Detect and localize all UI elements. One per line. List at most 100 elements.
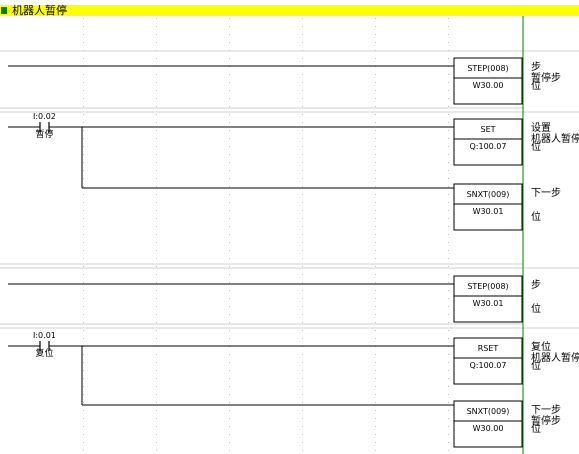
instruction-box[interactable] [453,183,523,231]
grid-dot [448,218,449,219]
grid-dot [83,410,84,411]
instruction-operand[interactable]: W30.00 [473,424,504,433]
grid-dot [375,186,376,187]
grid-dot [229,210,230,211]
grid-dot [302,354,303,355]
grid-dot [229,58,230,59]
instruction-box[interactable] [453,275,523,323]
instruction-box[interactable] [453,337,523,385]
grid-dot [229,202,230,203]
instruction-box[interactable] [453,118,523,166]
instruction-name[interactable]: STEP(008) [467,64,508,73]
grid-dot [448,314,449,315]
grid-dot [156,138,157,139]
grid-dot [448,386,449,387]
grid-dot [302,42,303,43]
grid-dot [229,226,230,227]
grid-dot [302,194,303,195]
grid-dot [156,186,157,187]
instruction-comment: 位 [531,142,541,153]
grid-dot [156,290,157,291]
instruction-operand[interactable]: W30.01 [473,207,504,216]
grid-dot [302,162,303,163]
grid-dot [448,370,449,371]
grid-dot [83,186,84,187]
grid-dot [83,130,84,131]
grid-dot [83,226,84,227]
instruction-comment: 位 [531,81,541,92]
grid-dot [83,98,84,99]
grid-dot [156,250,157,251]
grid-dot [83,370,84,371]
grid-dot [302,154,303,155]
contact-address[interactable]: I:0.02 [33,112,56,121]
grid-dot [448,354,449,355]
grid-dot [448,74,449,75]
grid-dot [375,322,376,323]
grid-dot [156,306,157,307]
grid-dot [375,218,376,219]
grid-dot [156,442,157,443]
grid-dot [83,330,84,331]
instruction-name[interactable]: SNXT(009) [467,407,510,416]
grid-dot [448,282,449,283]
instruction-box[interactable] [453,57,523,105]
grid-dot [229,434,230,435]
grid-dot [156,194,157,195]
grid-dot [83,114,84,115]
instruction-box[interactable] [453,400,523,448]
grid-dot [375,418,376,419]
grid-dot [375,170,376,171]
grid-dot [156,106,157,107]
grid-dot [156,98,157,99]
instruction-name[interactable]: RSET [478,344,499,353]
grid-dot [156,354,157,355]
grid-dot [156,202,157,203]
grid-dot [156,82,157,83]
grid-dot [229,394,230,395]
instruction-operand[interactable]: W30.01 [473,299,504,308]
grid-dot [448,402,449,403]
grid-dot [156,210,157,211]
instruction-operand[interactable]: W30.00 [473,81,504,90]
grid-dot [375,258,376,259]
contact-address[interactable]: I:0.01 [33,331,56,340]
grid-dot [375,442,376,443]
grid-dot [229,34,230,35]
grid-dot [156,402,157,403]
grid-dot [375,386,376,387]
grid-dot [375,354,376,355]
grid-dot [448,90,449,91]
grid-dot [375,162,376,163]
grid-dot [229,402,230,403]
section-title-bar[interactable] [0,5,579,16]
grid-dot [375,362,376,363]
instruction-name[interactable]: STEP(008) [467,282,508,291]
grid-dot [448,306,449,307]
grid-dot [229,362,230,363]
grid-dot [229,98,230,99]
grid-dot [302,298,303,299]
grid-dot [229,386,230,387]
grid-dot [83,106,84,107]
instruction-operand[interactable]: Q:100.07 [470,361,507,370]
grid-dot [448,330,449,331]
grid-dot [229,146,230,147]
grid-dot [156,234,157,235]
grid-dot [83,154,84,155]
grid-dot [156,386,157,387]
grid-dot [229,130,230,131]
grid-dot [448,394,449,395]
grid-dot [302,394,303,395]
grid-dot [156,362,157,363]
grid-dot [302,114,303,115]
instruction-operand[interactable]: Q:100.07 [470,142,507,151]
grid-dot [448,434,449,435]
contact-label: 复位 [35,347,53,359]
grid-dots [83,18,449,451]
grid-dot [156,162,157,163]
instruction-name[interactable]: SNXT(009) [467,190,510,199]
grid-dot [375,266,376,267]
instruction-name[interactable]: SET [480,125,495,134]
